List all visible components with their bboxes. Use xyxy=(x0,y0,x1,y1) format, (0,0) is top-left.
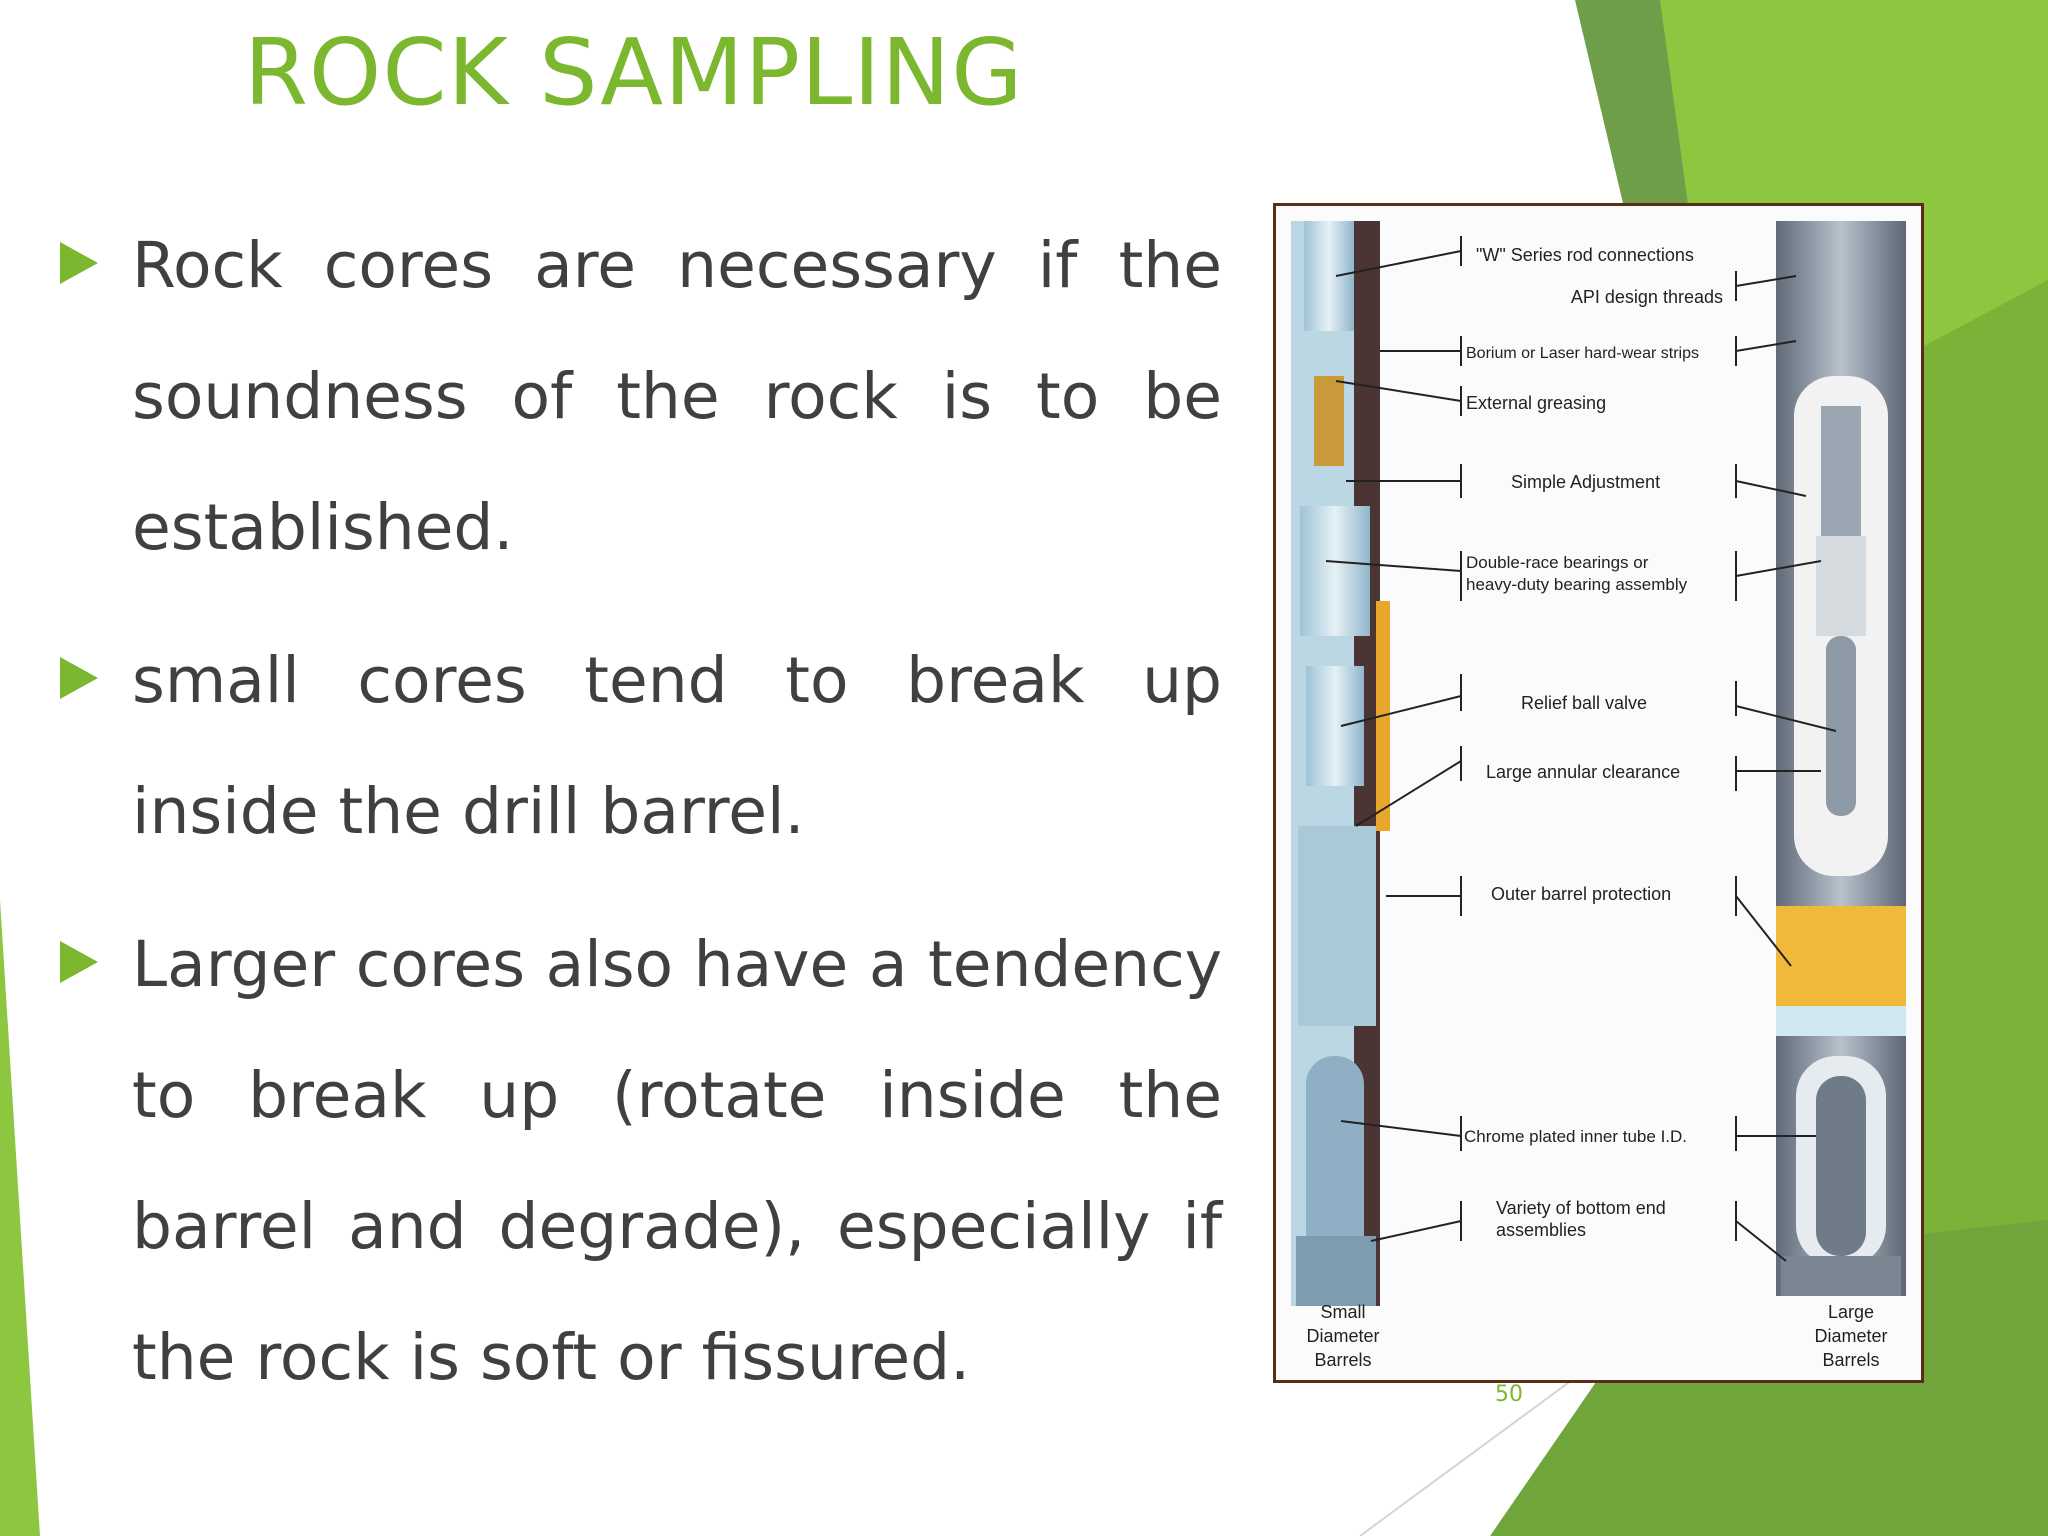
caption-right: Barrels xyxy=(1822,1350,1879,1370)
core-barrel-diagram: "W" Series rod connections API design th… xyxy=(1273,203,1924,1383)
bullet-arrow-icon xyxy=(60,657,98,699)
diagram-label: Relief ball valve xyxy=(1521,693,1647,713)
bullet-text: Rock cores are necessary if the soundnes… xyxy=(132,229,1222,564)
bullet-item: small cores tend to break up inside the … xyxy=(56,615,1222,877)
diagram-label: Chrome plated inner tube I.D. xyxy=(1464,1127,1687,1146)
diagram-label: Variety of bottom end xyxy=(1496,1198,1666,1218)
caption-left: Diameter xyxy=(1306,1326,1379,1346)
diagram-label: "W" Series rod connections xyxy=(1476,245,1694,265)
caption-left: Barrels xyxy=(1314,1350,1371,1370)
decor-shape-left-edge xyxy=(0,900,40,1536)
diagram-label: Double-race bearings or xyxy=(1466,553,1649,572)
caption-right: Diameter xyxy=(1814,1326,1887,1346)
bullet-item: Rock cores are necessary if the soundnes… xyxy=(56,200,1222,593)
bullet-text: Larger cores also have a tendency to bre… xyxy=(132,928,1222,1394)
diagram-label: API design threads xyxy=(1571,287,1723,307)
page-number: 50 xyxy=(1495,1382,1523,1407)
bullet-arrow-icon xyxy=(60,941,98,983)
small-diameter-barrel xyxy=(1291,221,1390,1306)
large-diameter-barrel xyxy=(1776,221,1906,1296)
diagram-label: assemblies xyxy=(1496,1220,1586,1240)
caption-right: Large xyxy=(1828,1302,1874,1322)
bullet-arrow-icon xyxy=(60,242,98,284)
bullet-text: small cores tend to break up inside the … xyxy=(132,644,1222,848)
leader-lines xyxy=(1325,236,1837,1262)
diagram-label: Simple Adjustment xyxy=(1511,472,1660,492)
caption-left: Small xyxy=(1320,1302,1365,1322)
diagram-label: Borium or Laser hard-wear strips xyxy=(1466,345,1699,362)
bullet-item: Larger cores also have a tendency to bre… xyxy=(56,899,1222,1423)
diagram-label: Outer barrel protection xyxy=(1491,884,1671,904)
diagram-label: Large annular clearance xyxy=(1486,762,1680,782)
slide-title: ROCK SAMPLING xyxy=(244,19,1024,126)
diagram-label: heavy-duty bearing assembly xyxy=(1466,575,1688,594)
core-barrel-illustration: "W" Series rod connections API design th… xyxy=(1291,221,1906,1370)
diagram-label: External greasing xyxy=(1466,393,1606,413)
bullet-list: Rock cores are necessary if the soundnes… xyxy=(56,200,1222,1445)
